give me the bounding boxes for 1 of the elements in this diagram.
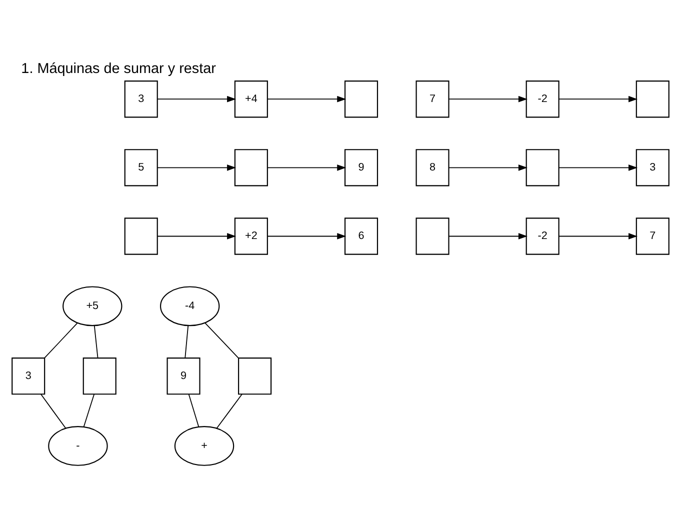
diagram-title: 1. Máquinas de sumar y restar: [21, 60, 216, 77]
